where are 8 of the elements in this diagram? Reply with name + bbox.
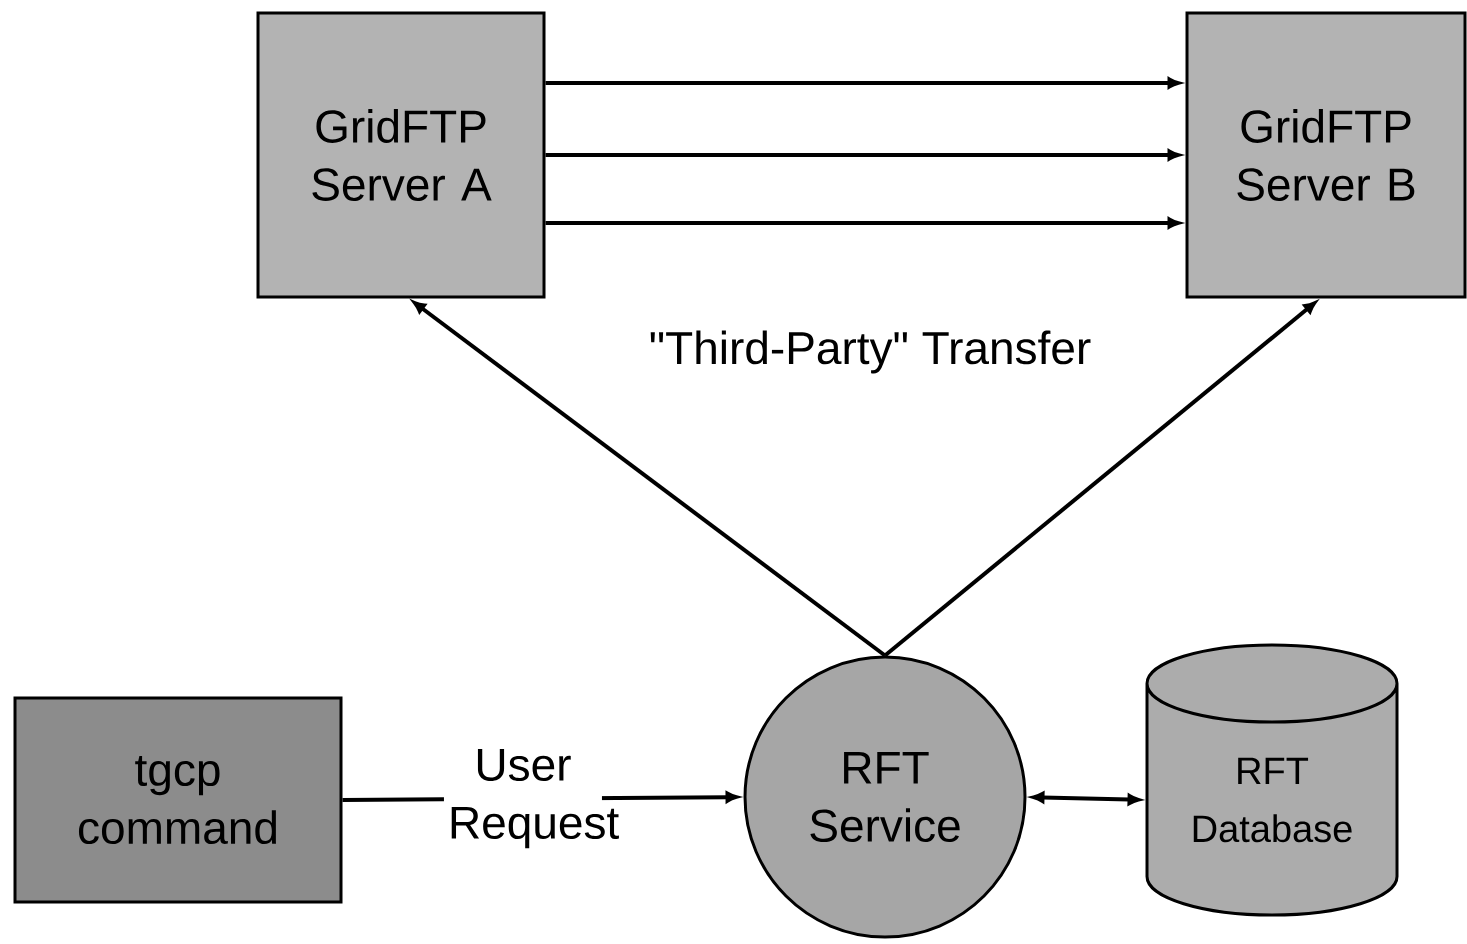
command-box: tgcp command [13, 696, 343, 904]
server-box: GridFTP Server A [256, 11, 546, 299]
edge-label: User Request [443, 744, 619, 853]
transfer-label: "Third-Party" Transfer [650, 330, 1091, 374]
server-box: GridFTP Server B [1185, 11, 1467, 299]
arrow [412, 301, 887, 658]
arrow [883, 301, 1317, 658]
database-cylinder: RFT Database [1145, 643, 1399, 917]
